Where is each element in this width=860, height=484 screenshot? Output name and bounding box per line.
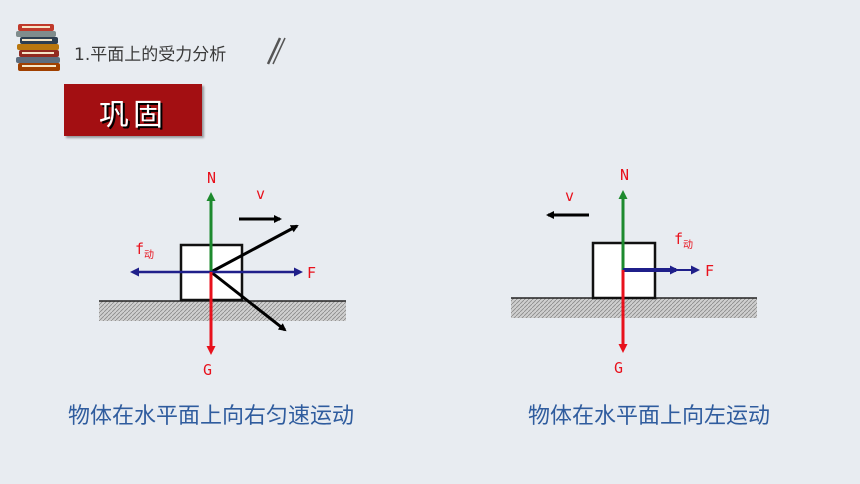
label-f-2: f动	[674, 230, 693, 251]
header-title: 1.平面上的受力分析	[74, 45, 227, 65]
label-G-1: G	[203, 361, 212, 379]
slash-icon	[266, 37, 286, 65]
caption-right-uniform: 物体在水平面上向右匀速运动	[68, 404, 355, 429]
label-f-sub-2: 动	[683, 239, 693, 251]
caption-left-moving: 物体在水平面上向左运动	[528, 404, 771, 429]
section-badge: 巩固	[64, 84, 202, 136]
applied-force-down-1	[210, 270, 287, 332]
label-f-1: f动	[135, 240, 154, 261]
label-f-sub-1: 动	[144, 249, 154, 261]
label-v-1: v	[256, 185, 265, 203]
label-N-2: N	[620, 166, 629, 184]
label-f-letter-1: f	[135, 240, 144, 258]
label-F-1: F	[307, 264, 316, 282]
label-v-2: v	[565, 187, 574, 205]
label-G-2: G	[614, 359, 623, 377]
diagram-right-uniform: N v f动 F G	[99, 169, 346, 379]
slide-header: 1.平面上的受力分析	[14, 18, 314, 78]
diagram-left-moving: N v f动 F G	[511, 166, 757, 377]
books-icon	[16, 24, 60, 71]
applied-force-up-1	[210, 224, 299, 274]
label-N-1: N	[207, 169, 216, 187]
ground-1	[99, 301, 346, 321]
section-badge-text: 巩固	[99, 98, 167, 133]
label-f-letter-2: f	[674, 230, 683, 248]
ground-2	[511, 298, 757, 318]
label-F-2: F	[705, 262, 714, 280]
